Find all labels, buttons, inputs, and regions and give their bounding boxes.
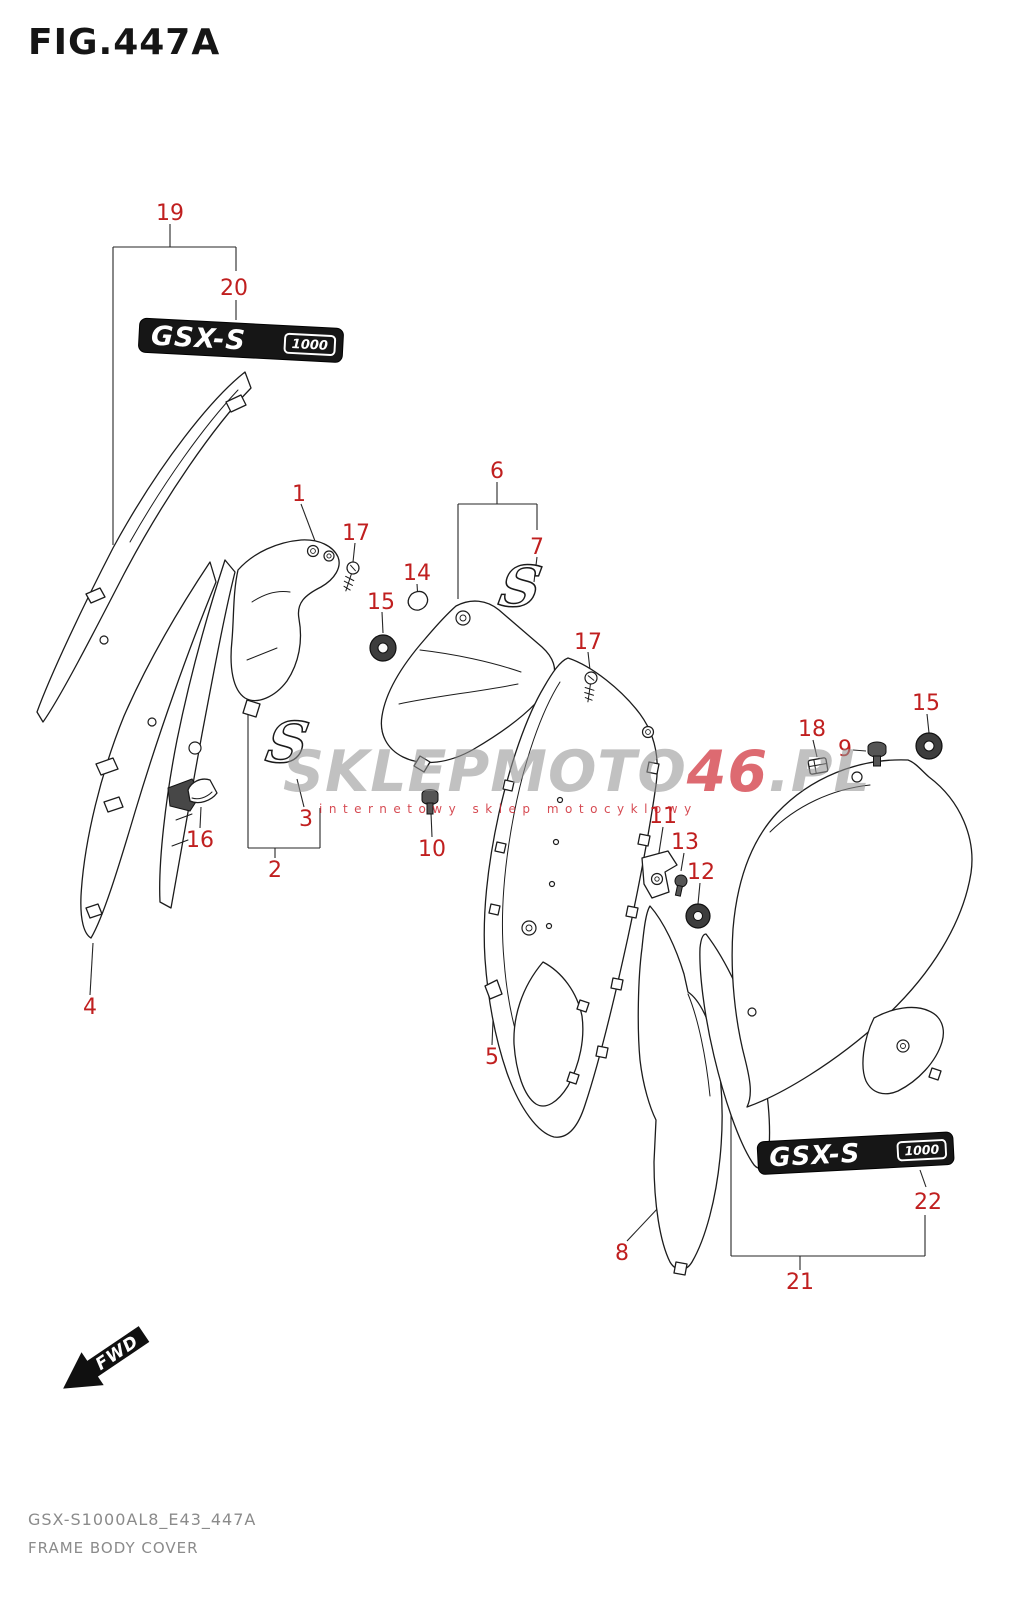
emblem-model-text: 1000 [904, 1142, 940, 1159]
callout-18: 18 [798, 717, 826, 742]
callout-14: 14 [403, 561, 431, 586]
clip-18 [807, 757, 829, 775]
leader-19 [112, 224, 237, 545]
callout-leader-lines [89, 224, 930, 1270]
callout-4: 4 [83, 995, 97, 1020]
leader-15a [381, 611, 384, 634]
screw-17-right [584, 671, 598, 703]
fwd-arrow-shape [63, 1326, 150, 1389]
leader-22 [919, 1169, 927, 1188]
frame-cover-bracket [230, 539, 340, 718]
cap-16 [187, 778, 218, 804]
leader-7 [533, 556, 538, 583]
callout-17b: 17 [574, 630, 602, 655]
leader-18 [812, 739, 818, 758]
callout-15b: 15 [912, 691, 940, 716]
gsx-s-emblem-top: GSX-S 1000 [138, 317, 344, 363]
left-body-cover-outer-panel [36, 371, 252, 723]
emblem-brand-text: GSX-S [769, 1139, 861, 1174]
callout-9: 9 [838, 737, 852, 762]
callout-12: 12 [687, 860, 715, 885]
callout-19: 19 [156, 201, 184, 226]
leader-3 [296, 778, 305, 808]
leader-12 [697, 882, 701, 905]
callout-21: 21 [786, 1270, 814, 1295]
cushion-piece [407, 590, 429, 611]
callout-numbers: 19 20 1 17 14 15 6 7 17 16 3 2 10 11 13 … [83, 201, 942, 1295]
screw-17-left [343, 561, 360, 592]
gsx-s-emblem-bottom: GSX-S 1000 [756, 1131, 955, 1175]
callout-8: 8 [615, 1241, 629, 1266]
leader-1 [300, 503, 316, 542]
footer: GSX-S1000AL8_E43_447A FRAME BODY COVER [28, 1510, 256, 1557]
fwd-arrow-label: FWD [92, 1332, 143, 1375]
right-body-cover [731, 759, 973, 1108]
grommet-15-right [915, 732, 943, 760]
leader-6 [457, 482, 538, 599]
meter-panel [380, 600, 556, 773]
leader-16 [199, 806, 202, 829]
bracket-11 [641, 850, 678, 899]
lower-center-panel [637, 905, 723, 1276]
callout-5: 5 [485, 1045, 499, 1070]
figure-name: FRAME BODY COVER [28, 1539, 199, 1557]
leader-4 [89, 942, 94, 996]
fwd-direction-arrow: FWD [63, 1326, 150, 1389]
leader-17a [352, 542, 356, 563]
callout-15a: 15 [367, 590, 395, 615]
leader-10 [430, 812, 433, 838]
callout-1: 1 [292, 482, 306, 507]
leader-13 [680, 852, 685, 872]
callout-3: 3 [299, 807, 313, 832]
callout-20: 20 [220, 276, 248, 301]
figure-title: FIG.447A [28, 22, 221, 63]
grommet-15-left [369, 634, 397, 662]
callout-2: 2 [268, 858, 282, 883]
suzuki-s-emblem-center: S [494, 554, 547, 621]
callout-13: 13 [671, 830, 699, 855]
bolt-10 [421, 789, 439, 815]
callout-11: 11 [649, 804, 677, 829]
emblem-brand-text: GSX-S [150, 321, 246, 357]
leader-21 [730, 1108, 926, 1270]
callout-7: 7 [530, 535, 544, 560]
emblem-model-text: 1000 [291, 337, 328, 354]
s-emblem-glyph: S [494, 554, 546, 619]
leader-2 [247, 672, 321, 858]
s-emblem-glyph: S [261, 710, 313, 775]
center-frame-cover [483, 657, 660, 1138]
left-body-cover-inner-panel [80, 561, 217, 939]
callout-22: 22 [914, 1190, 942, 1215]
screw-13 [674, 874, 688, 897]
leader-9 [852, 749, 867, 752]
callout-16: 16 [186, 828, 214, 853]
part-code: GSX-S1000AL8_E43_447A [28, 1510, 257, 1529]
suzuki-s-emblem-left: S [261, 710, 314, 777]
grommet-12 [685, 903, 711, 929]
callout-10: 10 [418, 837, 446, 862]
clip-nuts [306, 544, 335, 562]
leader-17b [587, 651, 591, 671]
bolt-9 [867, 741, 887, 767]
leader-15b [926, 713, 930, 734]
callout-17a: 17 [342, 521, 370, 546]
leader-8 [626, 1206, 660, 1242]
callout-6: 6 [490, 459, 504, 484]
